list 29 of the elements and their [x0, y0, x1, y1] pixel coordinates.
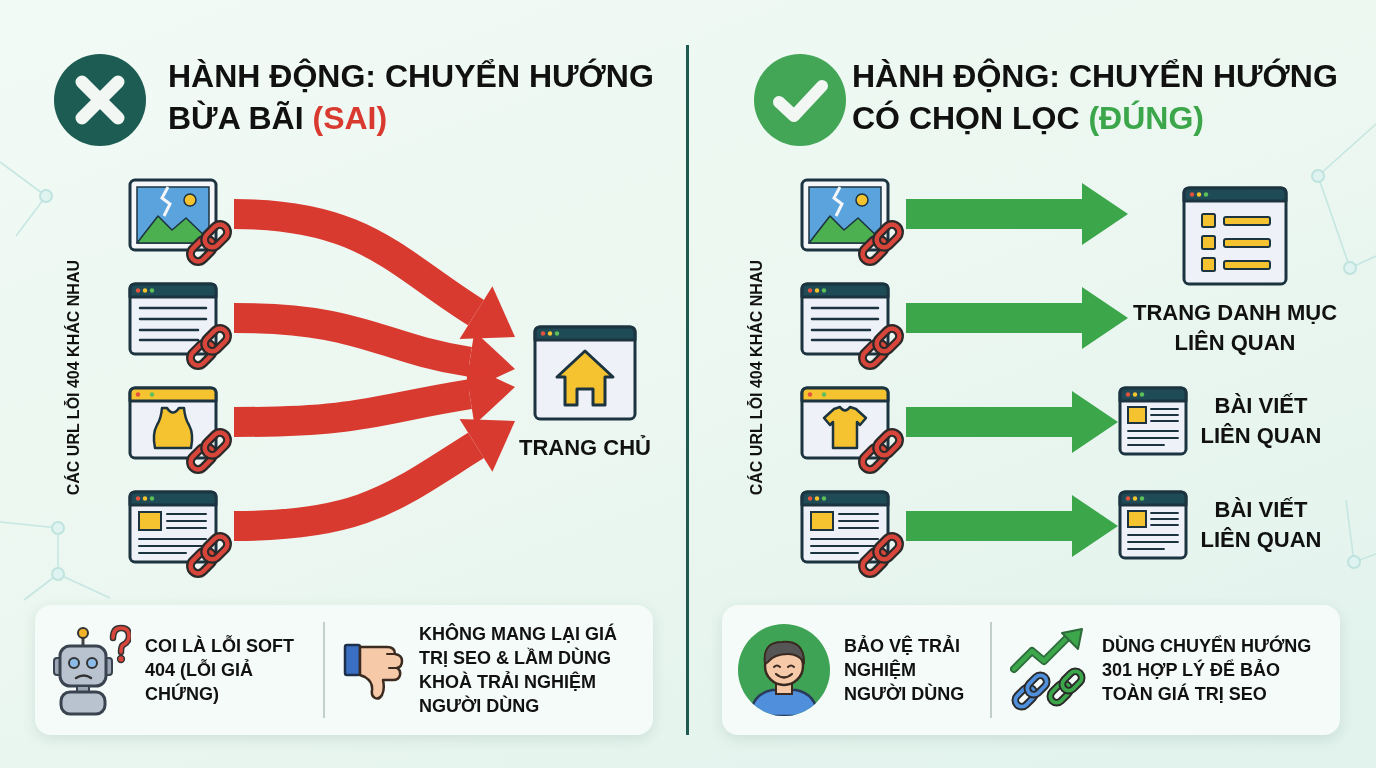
- arrow: [233, 419, 515, 541]
- page-label: TRANG CHỦ: [519, 434, 651, 462]
- info-card: [35, 605, 653, 735]
- info-card: [722, 605, 1340, 735]
- description-text: COI LÀ LỖI SOFT 404 (LỖI GIẢ CHỨNG): [145, 634, 295, 706]
- page-label: BÀI VIẾT LIÊN QUAN: [1199, 496, 1323, 554]
- description-text: DÙNG CHUYỂN HƯỚNG 301 HỢP LÝ ĐỂ BẢO TOÀN GIÁ TRỊ SEO: [1102, 634, 1313, 706]
- arrow: [906, 391, 1118, 453]
- tank-top-page-broken-link-icon: [128, 386, 234, 476]
- article-page-broken-link-icon: [800, 490, 906, 580]
- page-label: BÀI VIẾT LIÊN QUAN: [1199, 392, 1323, 450]
- arrow: [233, 199, 515, 339]
- article-page-broken-link-icon: [128, 490, 234, 580]
- image-broken-link-icon: [800, 178, 906, 268]
- side-label: CÁC URL LỖI 404 KHÁC NHAU: [746, 260, 766, 496]
- arrow: [906, 183, 1128, 245]
- page-label: TRANG DANH MỤC LIÊN QUAN: [1131, 299, 1339, 357]
- text-page-broken-link-icon: [800, 282, 906, 372]
- t-shirt-page-broken-link-icon: [800, 386, 906, 476]
- arrow: [906, 287, 1128, 349]
- arrow: [233, 363, 515, 437]
- text-page-broken-link-icon: [128, 282, 234, 372]
- panel-heading: HÀNH ĐỘNG: CHUYỂN HƯỚNG BỪA BÃI (SAI): [168, 57, 655, 138]
- arrow: [906, 495, 1118, 557]
- description-text: KHÔNG MANG LẠI GIÁ TRỊ SEO & LẦM DÙNG KHOÀ TRẢI NGHIỆM NGƯỜI DÙNG: [419, 622, 618, 718]
- description-text: BẢO VỆ TRẢI NGHIỆM NGƯỜI DÙNG: [844, 634, 966, 706]
- panel-heading: HÀNH ĐỘNG: CHUYỂN HƯỚNG CÓ CHỌN LỌC (ĐÚNG): [852, 57, 1339, 138]
- side-label: CÁC URL LỖI 404 KHÁC NHAU: [63, 260, 83, 496]
- image-broken-link-icon: [128, 178, 234, 268]
